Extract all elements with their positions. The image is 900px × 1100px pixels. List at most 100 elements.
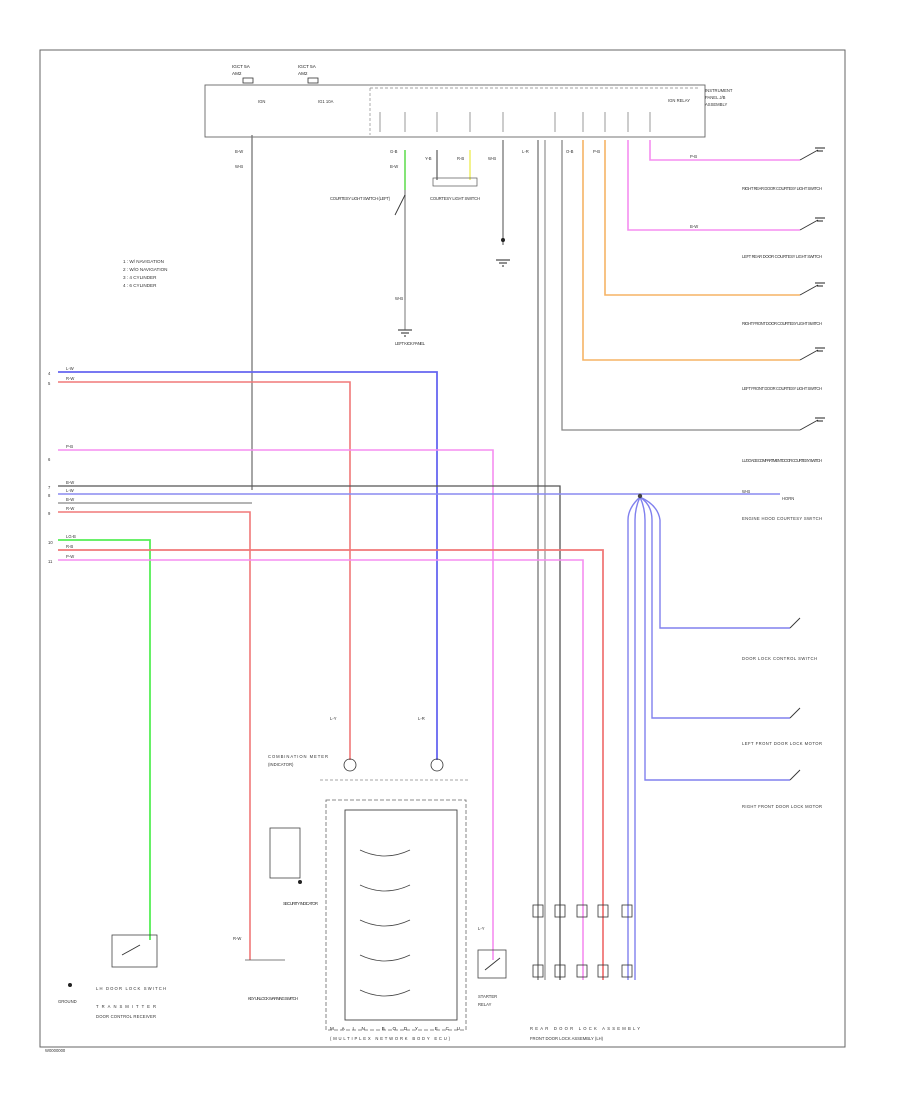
wire-label: G-B [390,149,398,154]
wire-label: L-W [66,488,74,493]
trunk-label: LUGGAGE COMPARTMENT DOOR COURTESY SWITCH [742,458,822,463]
meter-top-label: INSTRUMENT [705,88,733,93]
ground-wire-label: W-B [395,296,403,301]
wire-pink-rr [627,140,800,231]
left-lock-motor-label: LEFT FRONT DOOR LOCK MOTOR [742,741,822,746]
courtesy-label: COURTESY LIGHT SWITCH [430,196,480,201]
door-lock-switch: DOOR LOCK CONTROL SWITCH [742,617,817,661]
wire-green-left [58,539,151,940]
gauge-left-icon [343,758,357,772]
main-body-ecu: MAIN BODY ECU (MULTIPLEX NETWORK BODY EC… [325,799,467,1041]
hood-label: ENGINE HOOD COURTESY SWITCH [742,516,822,521]
wire-pink-lower [58,559,584,980]
lh-door-lock-switch: LH DOOR LOCK SWITCH TRANSMITTER DOOR CON… [96,934,166,1019]
ground-503 [496,238,510,267]
wire-label: W-B [742,489,750,494]
wire-blue-fan-5 [627,496,641,980]
wire-label: W-B [235,164,243,169]
wire-blue-fan-3 [639,496,790,781]
lh-switch-label: LH DOOR LOCK SWITCH [96,986,166,991]
wire-labels: B-W W-B G-B B-W Y-B R-B W-B L-R O-B P-B … [66,149,750,941]
wire-orange-lf [582,140,800,361]
receiver-label: DOOR CONTROL RECEIVER [96,1014,156,1019]
security-label: SECURITY INDICATOR [283,901,318,906]
wires [58,135,800,980]
wire-label: L-R [418,716,425,721]
lf-door-label: LEFT FRONT DOOR COURTESY LIGHT SWITCH [742,386,822,391]
footer-code: W0000000 [45,1048,66,1053]
junction-dot [637,493,643,499]
legend: 1 : W/ NAVIGATION 2 : W/O NAVIGATION 3 :… [123,259,168,288]
wire-label: P-B [593,149,600,154]
fuse-left-mid-label: AM2 [232,71,242,76]
wire-red-top [58,381,351,760]
wire-label: B-W [66,480,74,485]
rr-door-label: RIGHT REAR DOOR COURTESY LIGHT SWITCH [742,186,822,191]
fuse-right-top-label: IGCT 5A [298,64,317,69]
gauge-sub-label: (INDICATOR) [268,762,294,767]
lf-door-switch: LEFT FRONT DOOR COURTESY LIGHT SWITCH [742,347,825,391]
wire-label: L-Y [330,716,337,721]
starter-relay: STARTER RELAY [477,949,507,1007]
wire-blue-fan-2 [639,496,790,719]
meter-mid-label: PANEL J/B [705,95,726,100]
transmitter-label: TRANSMITTER [96,1004,156,1009]
starter-sub-label: RELAY [478,1002,492,1007]
courtesy-switch-label: COURTESY LIGHT SWITCH (LEFT) [330,196,391,201]
combination-meter: COMBINATION METER (INDICATOR) [268,754,470,781]
wire-blue-fan-1 [639,496,790,629]
relay-label: IGN RELAY [668,98,690,103]
horn: HORN [782,496,794,501]
wire-label: B-W [690,224,698,229]
courtesy-switch: COURTESY LIGHT SWITCH (LEFT) COURTESY LI… [330,177,480,216]
wire-blue-fan-4 [634,496,641,980]
wire-label: L-Y [478,926,485,931]
front-door-lock-label: FRONT DOOR LOCK ASSEMBLY (LH) [530,1036,604,1041]
key-unlock-switch: KEY UNLOCK WARNING SWITCH [245,959,298,1001]
gauge-right-icon [430,758,444,772]
legend-item-1: 1 : W/ NAVIGATION [123,259,164,264]
left-lock-motor: LEFT FRONT DOOR LOCK MOTOR [742,707,822,746]
wire-dark-mid [58,485,561,980]
bus-node-label: 8 [48,493,51,498]
main-body-ecu-sub: (MULTIPLEX NETWORK BODY ECU) [330,1036,451,1041]
wire-label: L-R [522,149,529,154]
connector-block: REAR DOOR LOCK ASSEMBLY FRONT DOOR LOCK … [530,904,640,1041]
wire-label: P-B [66,444,73,449]
legend-item-2: 2 : W/O NAVIGATION [123,267,168,272]
bus-node-label: 4 [48,371,51,376]
ground-location-label: LEFT KICK PANEL [395,341,426,346]
bus-node-label: 5 [48,381,51,386]
fuse-right-mid-label: AM2 [298,71,308,76]
wire-red-mid [58,511,251,960]
main-body-ecu-label: MAIN BODY ECU [330,1026,460,1031]
bus-node-label: 6 [48,457,51,462]
horn-label: HORN [782,496,794,501]
fuse-right-sub-label: IG1 10A [318,99,334,104]
rf-door-switch: RIGHT FRONT DOOR COURTESY LIGHT SWITCH [742,282,825,326]
fuse-left-top-label: IGCT 5A [232,64,251,69]
legend-item-3: 3 : 4 CYLINDER [123,275,157,280]
bus-node-label: 11 [48,559,53,564]
rr-door-switch: RIGHT REAR DOOR COURTESY LIGHT SWITCH [742,147,825,191]
wire-label: R-W [66,506,74,511]
wire-label: Y-B [425,156,432,161]
wire-label: R-B [457,156,464,161]
left-ground-label: GROUND [58,999,77,1004]
starter-label: STARTER [478,994,497,999]
key-unlock-label: KEY UNLOCK WARNING SWITCH [248,996,298,1001]
wire-blue-top [58,371,438,760]
wire-label: R-W [66,376,74,381]
wire-label: W-B [488,156,496,161]
right-lock-motor: RIGHT FRONT DOOR LOCK MOTOR [742,769,822,809]
wire-label: B-W [390,164,398,169]
right-lock-motor-label: RIGHT FRONT DOOR LOCK MOTOR [742,804,822,809]
wire-label: B-W [66,497,74,502]
gauge-label: COMBINATION METER [268,754,328,759]
fuse-left-sub-label: IGN [258,99,265,104]
legend-item-4: 4 : 6 CYLINDER [123,283,157,288]
rear-door-lock-label: REAR DOOR LOCK ASSEMBLY [530,1026,640,1031]
wire-label: P-W [66,554,74,559]
